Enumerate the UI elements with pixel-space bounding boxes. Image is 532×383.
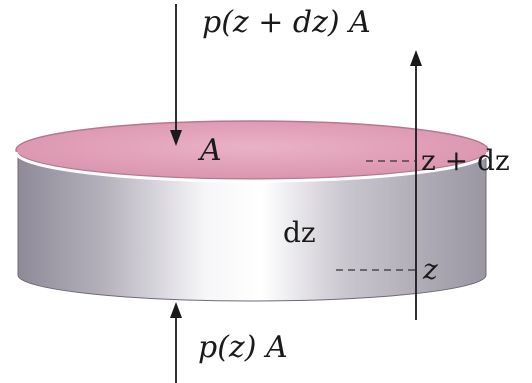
top-force-arrow [170,4,182,146]
top-rim-highlight [14,151,490,183]
bottom-force-arrow [170,302,182,383]
upper-level-label: z + dz [421,144,510,177]
cylinder-side [17,151,487,302]
top-force-label: p(z + dz) A [202,5,371,40]
z-axis [410,50,422,320]
bottom-force-label: p(z) A [198,330,288,365]
lower-level-label: z [422,253,438,286]
area-label: A [197,133,222,168]
cylinder-top-face [15,120,489,180]
thickness-label: dz [283,216,316,249]
